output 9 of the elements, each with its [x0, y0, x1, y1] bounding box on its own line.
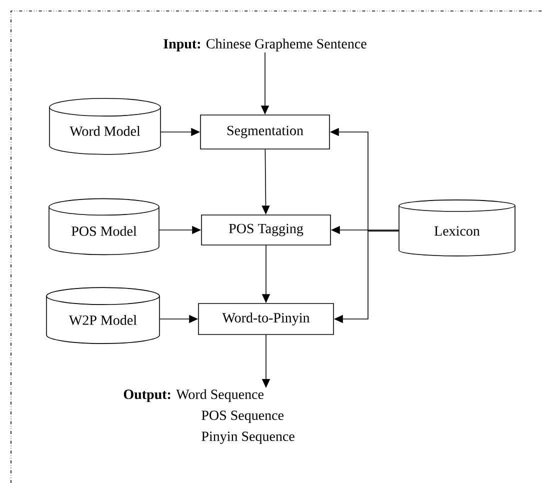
database-cylinder: W2P Model [46, 287, 160, 344]
process-box: Word-to-Pinyin [198, 303, 334, 335]
output-label: Output: Word Sequence POS Sequence Pinyin Sequence [124, 389, 294, 444]
database-cylinder: POS Model [48, 198, 160, 256]
input-label: Input: Chinese Grapheme Sentence [164, 38, 366, 52]
process-box: Segmentation [200, 114, 330, 150]
process-box: POS Tagging [201, 214, 331, 246]
database-cylinder: Lexicon [398, 200, 516, 256]
database-cylinder: Word Model [49, 98, 161, 155]
